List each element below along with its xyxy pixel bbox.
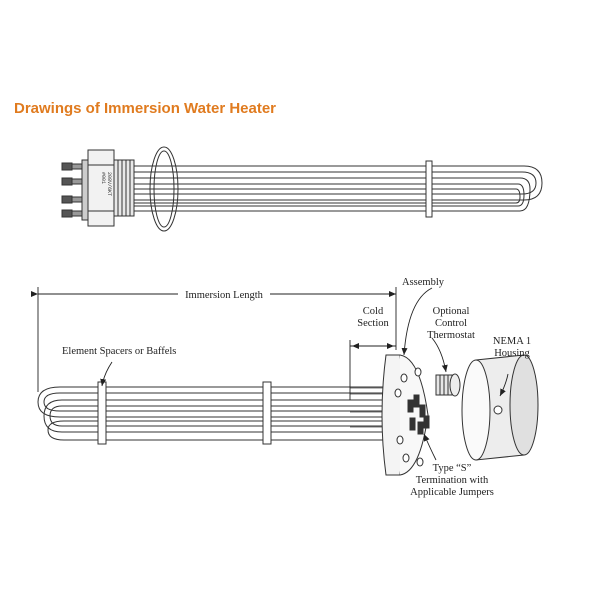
label-spacers: Element Spacers or Baffels bbox=[62, 346, 176, 357]
label-jumpers: Applicable Jumpers bbox=[410, 487, 494, 498]
label-cold: Cold bbox=[363, 306, 384, 317]
bottom-spacers bbox=[97, 381, 272, 445]
label-nema: NEMA 1 bbox=[493, 336, 531, 347]
label-assembly: Assembly bbox=[402, 277, 445, 288]
heating-elements bbox=[134, 165, 543, 212]
bottom-heater-drawing bbox=[37, 354, 539, 476]
bottom-heating-elements bbox=[37, 386, 390, 441]
label-control: Control bbox=[435, 318, 467, 329]
label-type-s: Type “S” bbox=[433, 463, 472, 474]
type-s-terminals bbox=[407, 394, 430, 435]
stamp-1: #001 bbox=[100, 172, 106, 184]
thermostat bbox=[435, 373, 461, 397]
nema-housing bbox=[461, 354, 539, 461]
threaded-plug bbox=[113, 159, 135, 217]
element-spacer bbox=[425, 160, 433, 218]
label-thermostat: Thermostat bbox=[427, 330, 475, 341]
label-housing: Housing bbox=[494, 348, 530, 359]
label-optional: Optional bbox=[433, 306, 470, 317]
stamp-2: 208V/6KT bbox=[106, 172, 112, 196]
flange bbox=[381, 354, 429, 476]
label-termination: Termination with bbox=[416, 475, 489, 486]
top-heater-drawing bbox=[61, 146, 543, 232]
page-title: Drawings of Immersion Water Heater bbox=[14, 100, 277, 117]
label-section: Section bbox=[357, 318, 389, 329]
terminal-studs bbox=[61, 159, 89, 221]
dimension-lines bbox=[31, 287, 509, 461]
label-immersion-length: Immersion Length bbox=[185, 290, 264, 301]
